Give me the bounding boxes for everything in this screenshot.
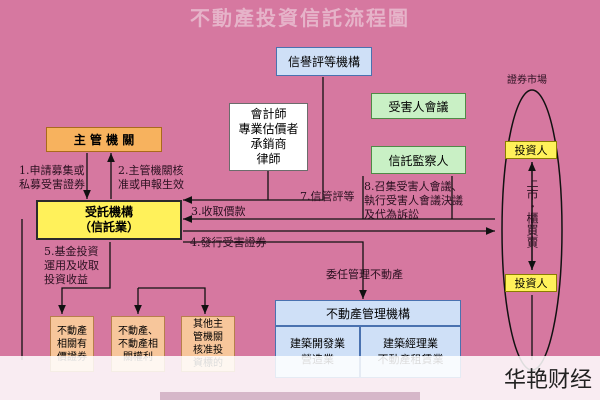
watermark-text: 华艳财经: [503, 368, 592, 393]
trust-supervisor-label: 信託監察人: [388, 153, 449, 168]
step-4-label: 4.發行受害證券: [190, 236, 267, 249]
line-trustee-to-assets: [58, 242, 111, 314]
beneficiary-meeting-label: 受害人會議: [388, 99, 449, 114]
line-rating-to-trustee: [183, 77, 324, 204]
line-trustee-to-manager: [183, 241, 367, 299]
trust-supervisor-box: 信託監察人: [371, 146, 466, 174]
investor-bottom-box: 投資人: [505, 274, 557, 292]
commission-label: 委任管理不動產: [326, 268, 403, 281]
market-center-label: 上市・櫃買賣: [525, 176, 539, 248]
beneficiary-meeting-box: 受害人會議: [371, 93, 466, 119]
trustee-box: 受託機構 （信託業）: [36, 200, 182, 240]
trustee-label: 受託機構 （信託業）: [78, 205, 139, 234]
watermark-band: [0, 356, 600, 400]
line-trustee-to-asset3: [138, 287, 209, 314]
re-manager-label: 不動產管理機構: [325, 306, 410, 321]
authority-label: 主 管 機 關: [73, 133, 135, 147]
step-8-label: 8.召集受害人會議、 執行受害人會議決議 及代為訴訟: [364, 180, 463, 221]
investor-top-label: 投資人: [514, 144, 548, 157]
step-3-label: 3.收取價款: [191, 205, 246, 218]
rating-agency-box: 信譽評等機構: [276, 47, 372, 76]
investor-bottom-label: 投資人: [514, 277, 548, 290]
authority-box: 主 管 機 關: [46, 127, 162, 152]
step-5-label: 5.基金投資 運用及收取 投資收益: [44, 245, 99, 286]
rating-agency-label: 信譽評等機構: [287, 55, 360, 69]
professionals-box: 會計師 專業估價者 承銷商 律師: [229, 103, 308, 171]
re-manager-box: 不動產管理機構: [275, 300, 461, 326]
investor-top-box: 投資人: [505, 141, 557, 159]
securities-market-label: 證券市場: [507, 75, 547, 86]
step-2-label: 2.主管機關核 准或申報生效: [118, 164, 184, 191]
bottom-caption-placeholder: [160, 392, 420, 400]
step-7-label: 7.信管評等: [300, 190, 355, 203]
step-1-label: 1.申請募集或 私募受害證券: [19, 164, 85, 191]
professionals-label: 會計師 專業估價者 承銷商 律師: [238, 107, 299, 166]
diagram-title: 不動產投資信託流程圖: [190, 6, 410, 30]
